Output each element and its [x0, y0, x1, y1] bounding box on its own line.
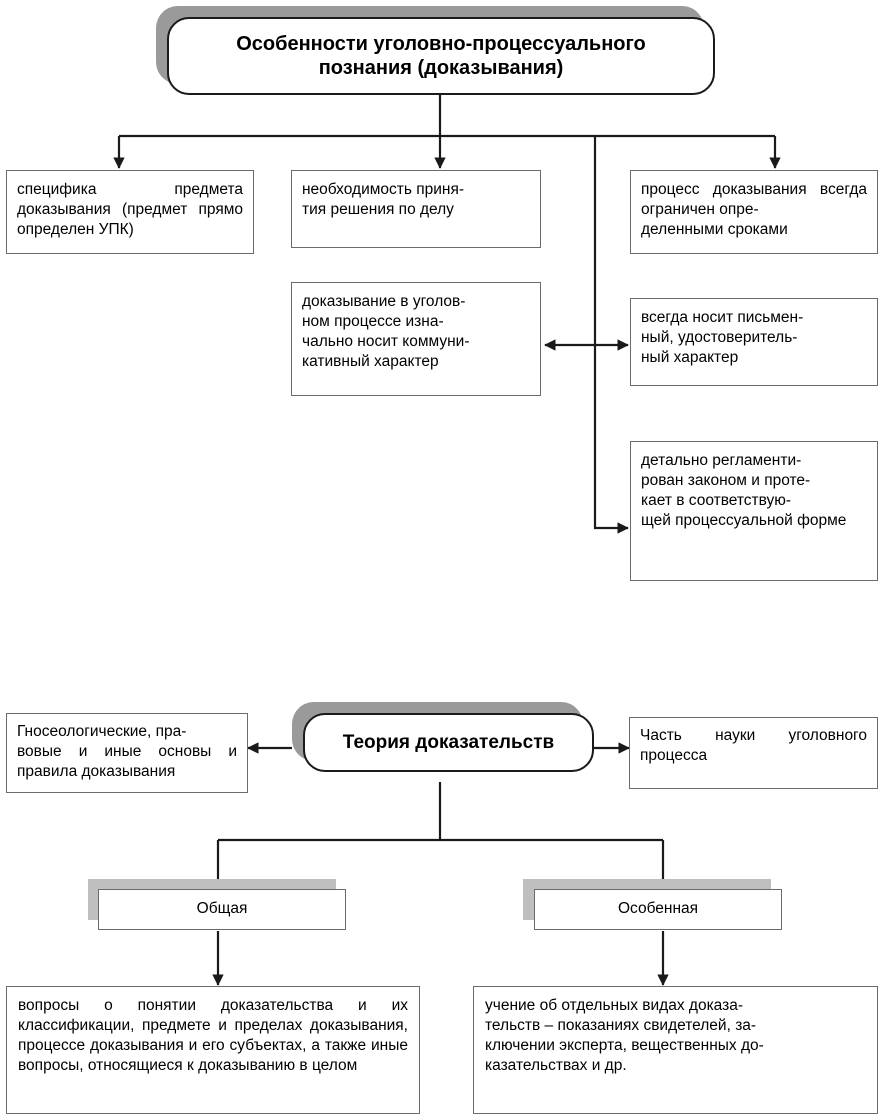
- node-specificity-label: специфика предмета доказывания (предмет …: [17, 181, 243, 239]
- node-communicative: доказывание в уголов- ном процессе изна-…: [291, 282, 541, 396]
- node-written-label: всегда носит письмен- ный, удостоверител…: [641, 309, 804, 367]
- node-general-content-label: вопросы о понятии доказательства и их кл…: [18, 997, 408, 1075]
- diagram-title-bottom: Теория доказательств: [303, 713, 594, 772]
- node-terms-label: процесс доказывания всегда ограничен опр…: [641, 181, 867, 239]
- node-special-part-label: Особенная: [617, 900, 699, 918]
- node-regulated: детально регламенти- рован законом и про…: [630, 441, 878, 581]
- node-specificity: специфика предмета доказывания (предмет …: [6, 170, 254, 254]
- node-foundations-label: Гносеологические, пра- вовые и иные осно…: [17, 723, 237, 781]
- node-foundations: Гносеологические, пра- вовые и иные осно…: [6, 713, 248, 793]
- node-special-part: Особенная: [534, 889, 782, 930]
- node-general-content: вопросы о понятии доказательства и их кл…: [6, 986, 420, 1114]
- node-general-part: Общая: [98, 889, 346, 930]
- node-communicative-label: доказывание в уголов- ном процессе изна-…: [302, 293, 470, 371]
- node-decision-label: необходимость приня- тия решения по делу: [302, 181, 465, 219]
- node-special-content-label: учение об отдельных видах доказа- тельст…: [485, 997, 764, 1075]
- node-decision: необходимость приня- тия решения по делу: [291, 170, 541, 248]
- node-written: всегда носит письмен- ный, удостоверител…: [630, 298, 878, 386]
- node-part-of-science: Часть науки уголовного процесса: [629, 717, 878, 789]
- node-terms: процесс доказывания всегда ограничен опр…: [630, 170, 878, 254]
- node-regulated-label: детально регламенти- рован законом и про…: [641, 452, 847, 530]
- node-general-part-label: Общая: [196, 900, 248, 918]
- node-special-content: учение об отдельных видах доказа- тельст…: [473, 986, 878, 1114]
- diagram-title-top: Особенности уголовно-процессуального поз…: [167, 17, 715, 95]
- node-part-of-science-label: Часть науки уголовного процесса: [640, 727, 867, 765]
